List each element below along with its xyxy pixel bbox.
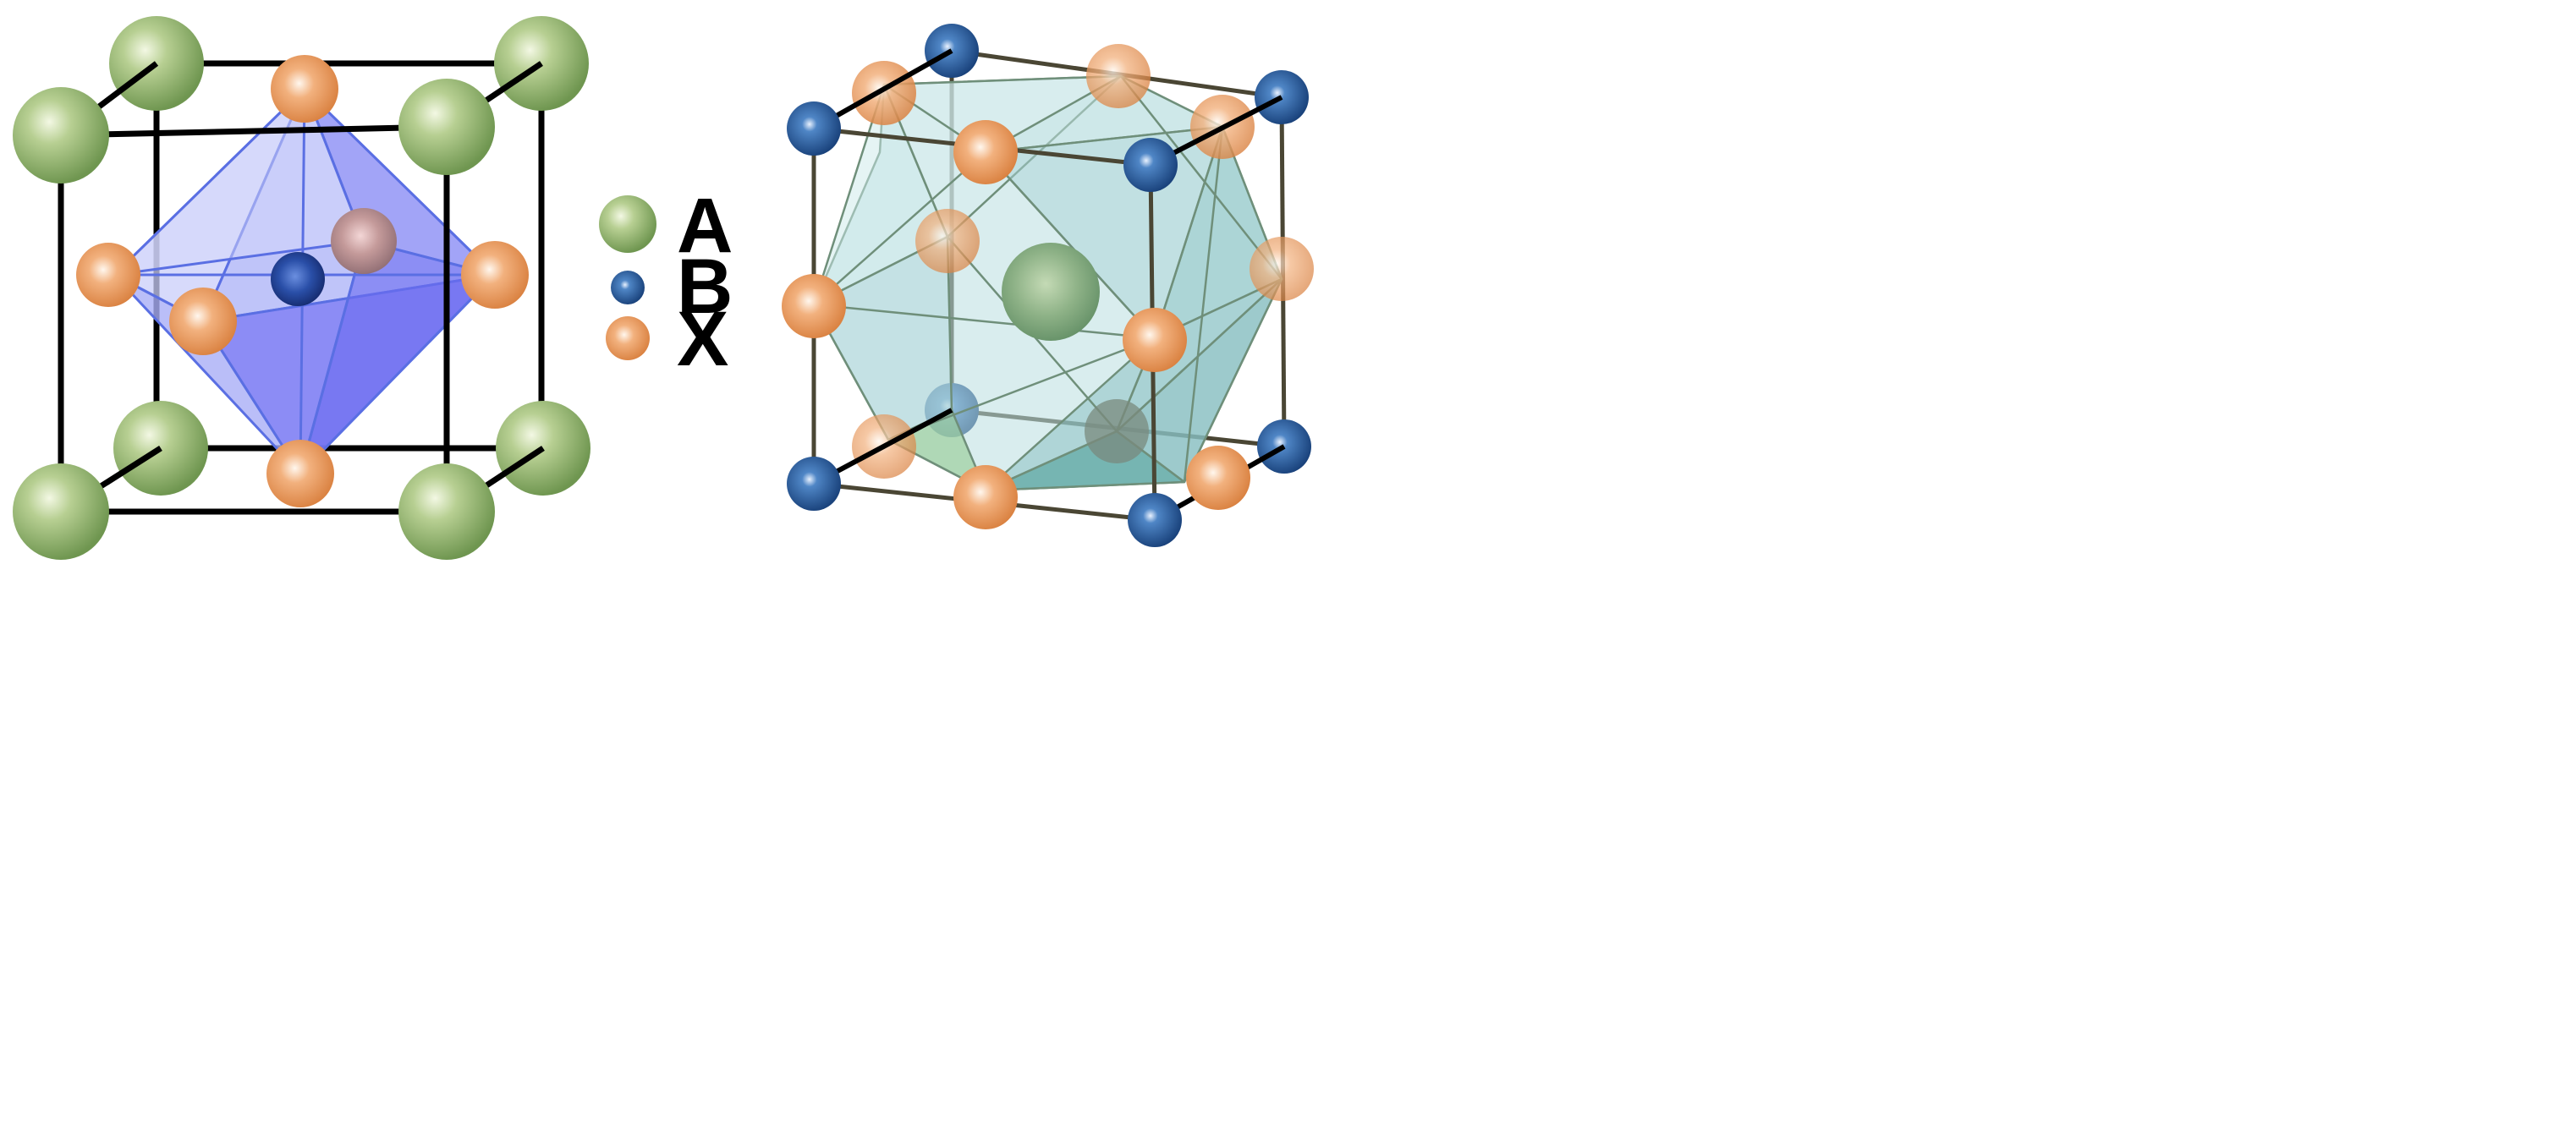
legend-item-a: A: [599, 183, 733, 269]
atom-b: [1123, 138, 1178, 192]
atom-sphere-icon: [606, 316, 650, 360]
legend: A B X: [599, 183, 733, 382]
legend-item-x: X: [606, 296, 728, 382]
atom-x: [852, 61, 916, 125]
atom-x: [1086, 44, 1151, 108]
left-back-cube-edges: [153, 60, 545, 452]
atom-sphere-icon: [599, 195, 656, 253]
atom-a: [398, 463, 495, 560]
atom-b: [787, 457, 841, 511]
atom-x: [915, 209, 980, 273]
legend-item-b: B: [611, 244, 733, 330]
legend-label: X: [677, 296, 728, 382]
atom-x: [953, 465, 1018, 529]
legend-label: A: [677, 183, 733, 269]
atom-a: [1002, 243, 1100, 341]
atom-x: [1085, 399, 1149, 463]
atom-x: [1186, 446, 1250, 510]
atom-x: [1123, 308, 1187, 372]
atom-a: [13, 463, 109, 560]
atom-x: [169, 288, 237, 355]
atom-x: [331, 208, 397, 274]
atom-b: [787, 101, 841, 156]
atom-x: [782, 274, 846, 338]
bx6-octahedron: [113, 87, 497, 475]
legend-label: B: [677, 244, 733, 330]
atom-x: [1250, 237, 1314, 301]
left-unit-cell: [13, 16, 590, 560]
atom-a: [13, 87, 109, 184]
atom-x: [271, 55, 338, 123]
atom-sphere-icon: [611, 271, 645, 304]
atom-a: [398, 79, 495, 175]
left-front-cube-edges: [58, 123, 450, 515]
atom-b: [1128, 493, 1182, 547]
atom-x: [953, 120, 1018, 184]
right-unit-cell: [782, 24, 1314, 547]
atom-b: [271, 252, 325, 306]
atom-x: [461, 241, 529, 309]
atom-x: [266, 440, 334, 507]
atom-x: [76, 243, 140, 307]
